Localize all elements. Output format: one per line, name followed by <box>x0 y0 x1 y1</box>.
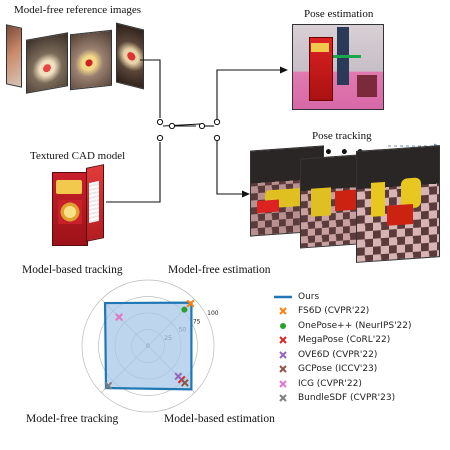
cad-model-image <box>52 164 104 246</box>
switch-node-mid-left <box>168 122 176 130</box>
marker-fs6d <box>186 299 195 308</box>
legend-item: OnePose++ (NeurIPS'22) <box>274 319 412 332</box>
legend-label: Ours <box>298 291 320 302</box>
legend-marker-dot <box>280 322 286 329</box>
marker-ove6d <box>174 372 183 381</box>
tick-label-100: 100 <box>207 310 219 317</box>
reference-images-caption: Model-free reference images <box>14 4 142 16</box>
axis-label-model-free-estimation: Model-free estimation <box>168 264 271 276</box>
legend-marker-line <box>274 295 292 298</box>
switch-node-out-bottom <box>213 134 221 142</box>
arrow-to-pose-tracking <box>242 190 250 198</box>
axis-label-model-free-tracking: Model-free tracking <box>26 413 119 425</box>
tick-label-75: 75 <box>193 318 201 325</box>
legend-label: FS6D (CVPR'22) <box>298 306 370 316</box>
marker-gcpose <box>180 378 189 387</box>
legend-item: OVE6D (CVPR'22) <box>274 348 377 361</box>
legend-marker-x <box>279 307 287 315</box>
legend-marker-x <box>279 379 287 388</box>
legend-marker-x <box>279 350 287 359</box>
grid-circle-75 <box>98 296 198 396</box>
pose-estimation-caption: Pose estimation <box>304 8 374 20</box>
marker-onepose <box>181 306 188 313</box>
legend-item: Ours <box>274 290 319 303</box>
switch-node-mid-right <box>198 122 206 130</box>
pose-tracking-caption: Pose tracking <box>312 130 372 142</box>
legend-marker-x <box>279 365 287 373</box>
switch-node-top <box>156 118 164 126</box>
legend-item: GCPose (ICCV'23) <box>274 363 377 376</box>
pose-estimation-image <box>292 24 384 110</box>
axis-label-model-based-tracking: Model-based tracking <box>22 264 123 276</box>
legend-label: OVE6D (CVPR'22) <box>298 349 378 360</box>
legend-label: MegaPose (CoRL'22) <box>298 335 391 345</box>
legend-label: GCPose (ICCV'23) <box>298 364 378 374</box>
legend-item: MegaPose (CoRL'22) <box>274 334 390 347</box>
legend-item: BundleSDF (CVPR'23) <box>274 392 395 405</box>
legend-item: FS6D (CVPR'22) <box>274 305 369 318</box>
cad-model-caption: Textured CAD model <box>30 150 126 162</box>
legend-item: ICG (CVPR'22) <box>274 377 362 390</box>
legend-label: BundleSDF (CVPR'23) <box>298 393 396 403</box>
switch-node-out-top <box>213 118 221 126</box>
switch-node-bottom <box>156 134 164 142</box>
grid-circle-100 <box>81 279 215 413</box>
legend-label: OnePose++ (NeurIPS'22) <box>298 320 412 331</box>
legend-marker-x <box>279 336 287 344</box>
legend-label: ICG (CVPR'22) <box>298 378 362 389</box>
legend-marker-x <box>279 394 287 402</box>
marker-icg <box>115 313 123 321</box>
axis-label-model-based-estimation: Model-based estimation <box>164 413 275 425</box>
marker-bundlesdf <box>104 381 113 390</box>
arrow-to-pose-estimation <box>280 66 288 74</box>
